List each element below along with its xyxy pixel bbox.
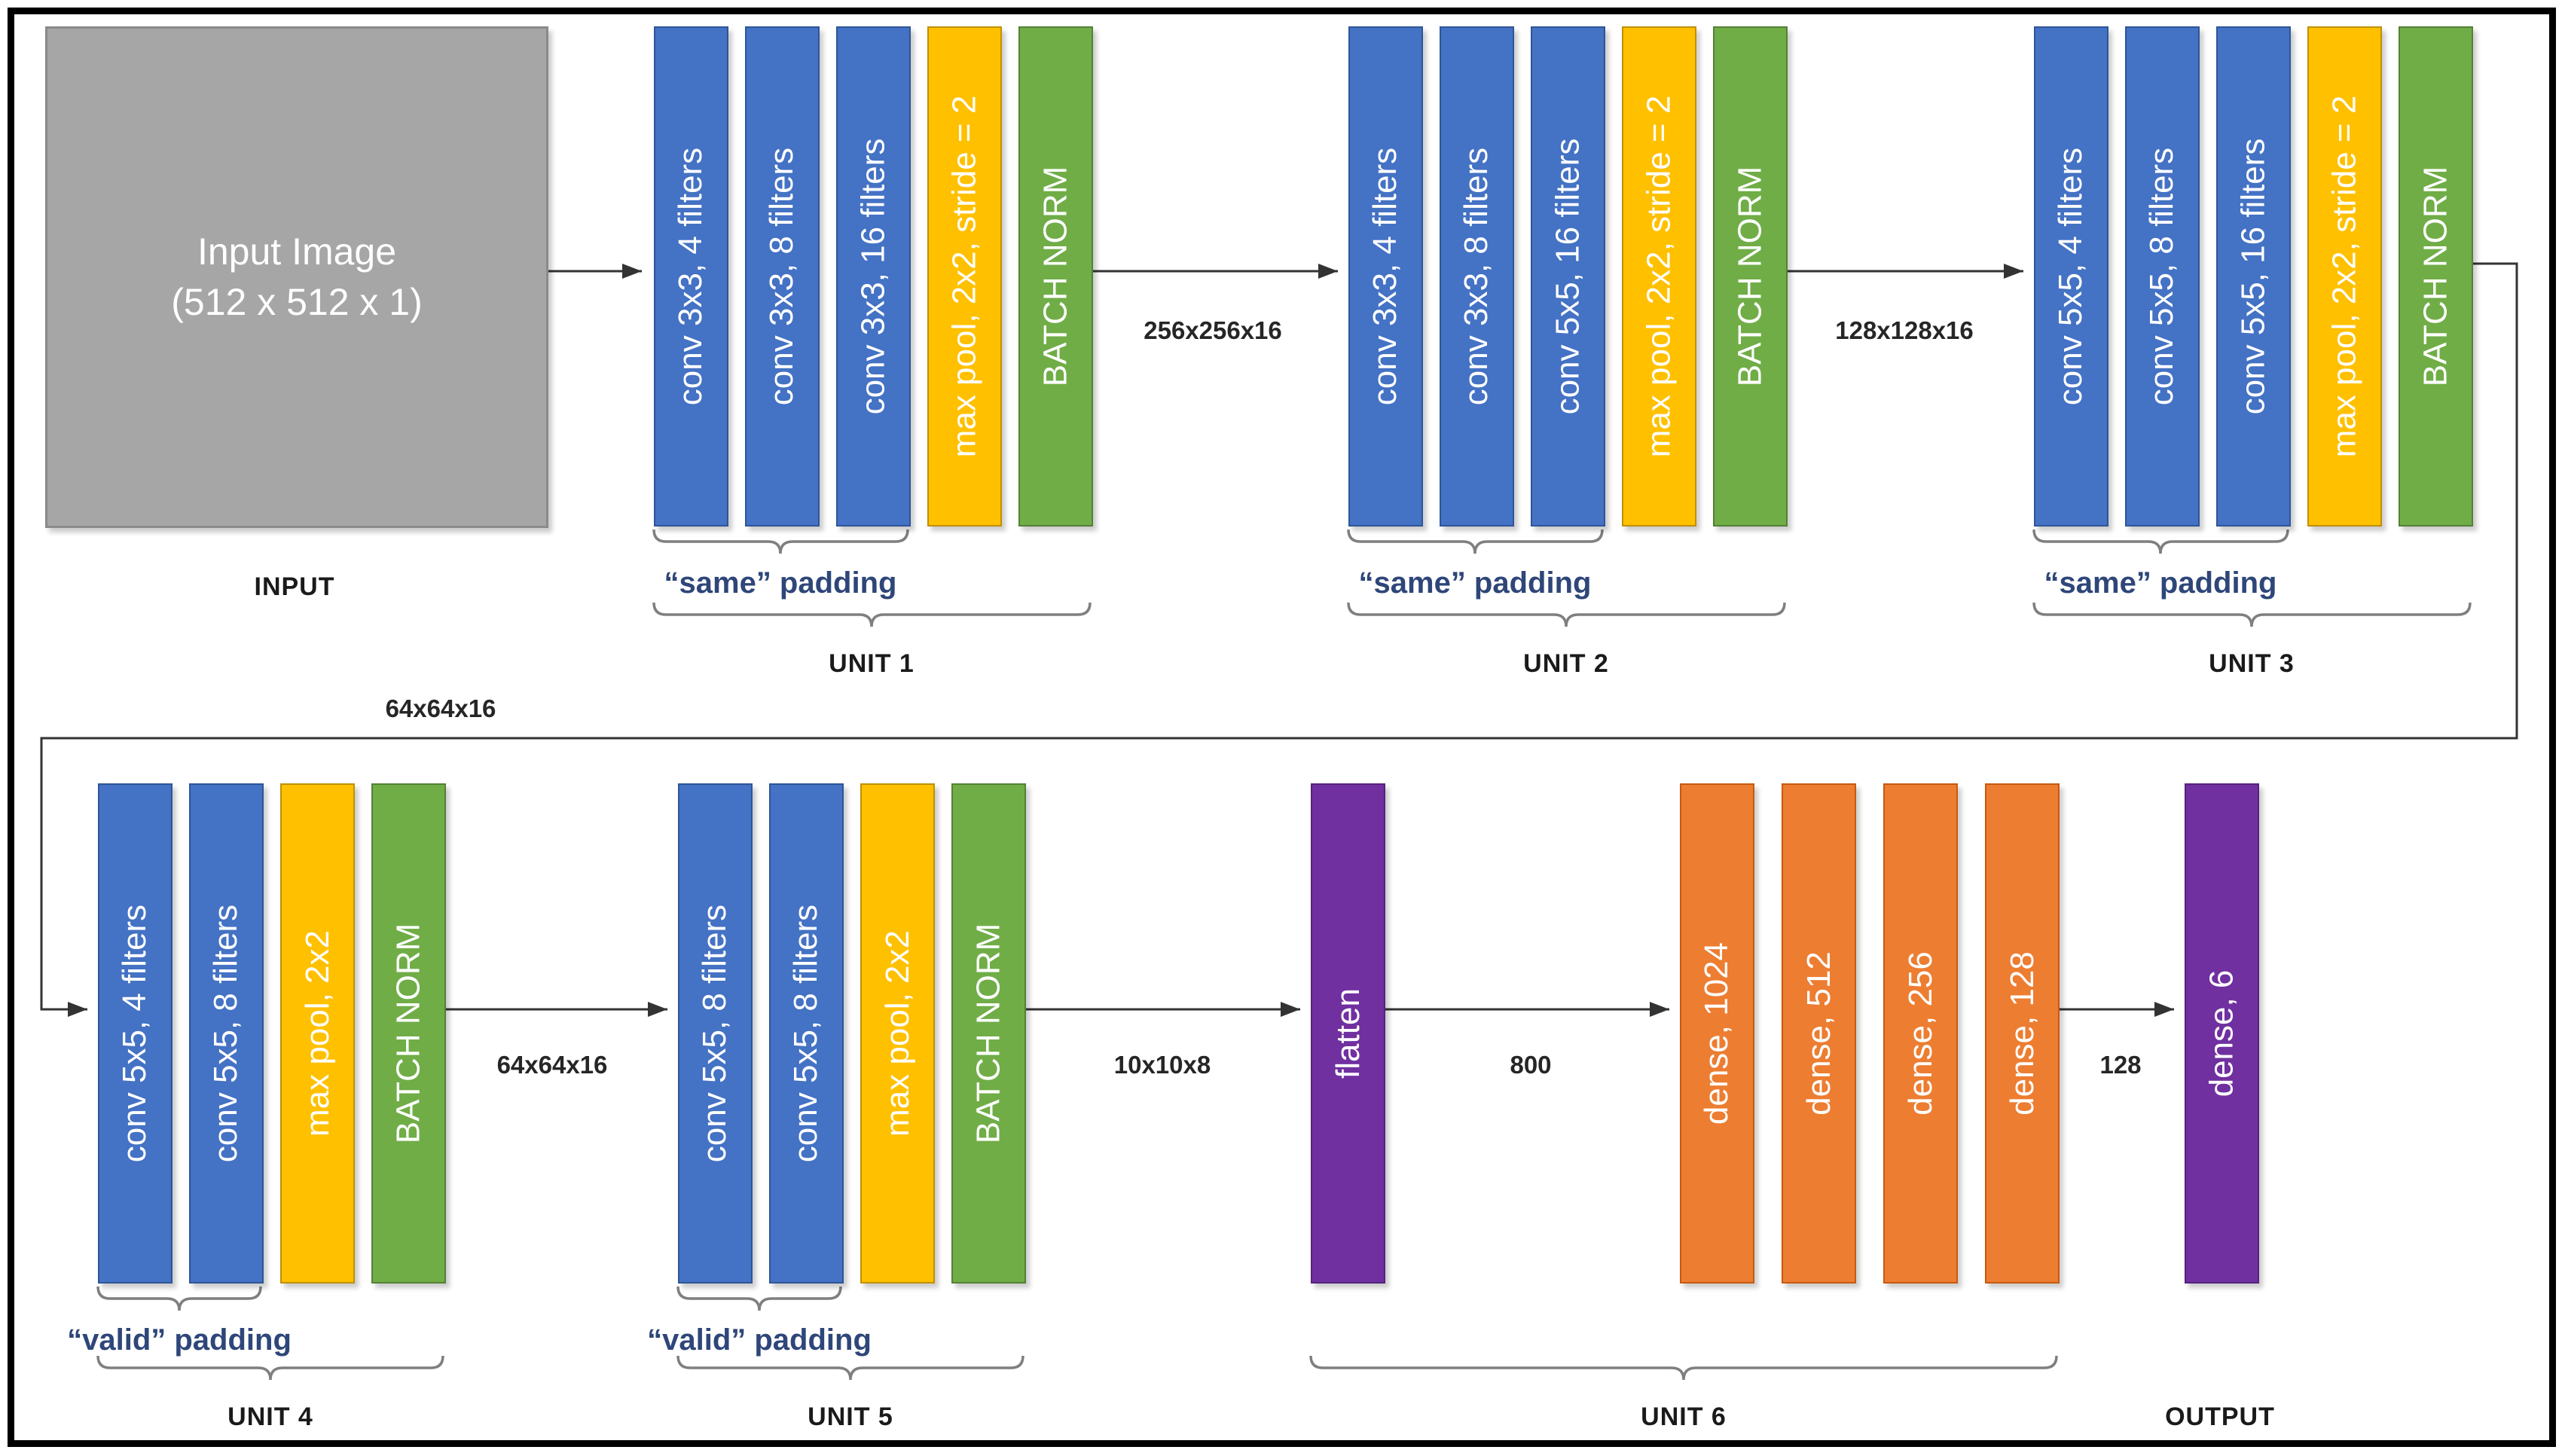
input-image-title: Input Image: [197, 230, 397, 273]
unit6-dense256-label: dense, 256: [1901, 951, 1939, 1116]
unit1-conv2-bar: conv 3x3, 8 filters: [745, 26, 820, 527]
unit3-conv1-label: conv 5x5, 4 filters: [2052, 147, 2090, 406]
unit3-conv2-label: conv 5x5, 8 filters: [2143, 147, 2181, 406]
unit3-conv2-bar: conv 5x5, 8 filters: [2125, 26, 2200, 527]
unit1-padding-label: “same” padding: [664, 566, 897, 600]
unit5-padding-label: “valid” padding: [647, 1323, 872, 1357]
unit4-batchnorm-bar: BATCH NORM: [371, 783, 446, 1284]
unit6-dense128-label: dense, 128: [2003, 951, 2041, 1116]
unit1-maxpool-label: max pool, 2x2, stride = 2: [945, 95, 983, 458]
unit3-conv1-bar: conv 5x5, 4 filters: [2034, 26, 2108, 527]
unit3-padding-label: “same” padding: [2044, 566, 2277, 600]
unit6-dense512-label: dense, 512: [1800, 951, 1837, 1116]
unit4-batchnorm-label: BATCH NORM: [389, 923, 427, 1144]
input-image-shape: (512 x 512 x 1): [171, 281, 423, 323]
unit2-batchnorm-label: BATCH NORM: [1731, 166, 1769, 387]
unit2-conv3-label: conv 5x5, 16 filters: [1549, 138, 1586, 415]
unit5-conv2-bar: conv 5x5, 8 filters: [769, 783, 844, 1284]
output-dense-bar: dense, 6: [2185, 783, 2259, 1284]
unit1-conv3-label: conv 3x3, 16 filters: [854, 138, 892, 415]
unit5-conv1-label: conv 5x5, 8 filters: [696, 904, 734, 1163]
unit1-batchnorm-bar: BATCH NORM: [1018, 26, 1093, 527]
unit6-caption: UNIT 6: [1641, 1403, 1727, 1431]
unit1-conv3-bar: conv 3x3, 16 filters: [836, 26, 911, 527]
unit5-batchnorm-bar: BATCH NORM: [951, 783, 1026, 1284]
diagram-border-frame: [8, 8, 2556, 1447]
flatten-bar: flatten: [1311, 783, 1385, 1284]
unit3-batchnorm-label: BATCH NORM: [2417, 166, 2454, 387]
flatten-label: flatten: [1329, 988, 1366, 1079]
edge-label-dense-output: 128: [2099, 1051, 2142, 1079]
unit6-dense128-bar: dense, 128: [1985, 783, 2060, 1284]
unit5-conv2-label: conv 5x5, 8 filters: [787, 904, 825, 1163]
output-caption: OUTPUT: [2165, 1403, 2275, 1431]
unit2-batchnorm-bar: BATCH NORM: [1713, 26, 1788, 527]
unit1-conv1-bar: conv 3x3, 4 filters: [654, 26, 728, 527]
unit4-maxpool-label: max pool, 2x2: [298, 930, 336, 1137]
unit1-caption: UNIT 1: [829, 649, 915, 678]
unit2-conv2-bar: conv 3x3, 8 filters: [1440, 26, 1514, 527]
input-caption: INPUT: [254, 572, 335, 601]
unit6-dense256-bar: dense, 256: [1883, 783, 1958, 1284]
unit3-conv3-bar: conv 5x5, 16 filters: [2216, 26, 2291, 527]
input-image-box: Input Image (512 x 512 x 1): [45, 26, 548, 528]
unit5-maxpool-bar: max pool, 2x2: [860, 783, 935, 1284]
unit3-maxpool-label: max pool, 2x2, stride = 2: [2325, 95, 2363, 458]
unit2-caption: UNIT 2: [1523, 649, 1609, 678]
unit1-maxpool-bar: max pool, 2x2, stride = 2: [927, 26, 1002, 527]
unit1-conv2-label: conv 3x3, 8 filters: [763, 147, 801, 406]
unit3-conv3-label: conv 5x5, 16 filters: [2234, 138, 2272, 415]
unit2-conv3-bar: conv 5x5, 16 filters: [1531, 26, 1605, 527]
unit6-dense1024-label: dense, 1024: [1698, 942, 1736, 1125]
edge-label-unit2-unit3: 128x128x16: [1835, 316, 1974, 344]
unit3-batchnorm-bar: BATCH NORM: [2399, 26, 2473, 527]
unit1-batchnorm-label: BATCH NORM: [1037, 166, 1074, 387]
edge-label-flatten-dense: 800: [1510, 1051, 1552, 1079]
unit4-conv2-bar: conv 5x5, 8 filters: [189, 783, 264, 1284]
unit6-dense512-bar: dense, 512: [1782, 783, 1856, 1284]
unit3-maxpool-bar: max pool, 2x2, stride = 2: [2307, 26, 2382, 527]
unit2-conv2-label: conv 3x3, 8 filters: [1458, 147, 1495, 406]
unit4-maxpool-bar: max pool, 2x2: [280, 783, 355, 1284]
unit4-conv1-bar: conv 5x5, 4 filters: [98, 783, 173, 1284]
unit4-conv2-label: conv 5x5, 8 filters: [207, 904, 245, 1163]
unit1-conv1-label: conv 3x3, 4 filters: [672, 147, 710, 406]
unit4-padding-label: “valid” padding: [67, 1323, 292, 1357]
edge-label-unit3-unit4: 64x64x16: [385, 694, 496, 722]
edge-label-unit4-unit5: 64x64x16: [496, 1051, 608, 1079]
unit3-caption: UNIT 3: [2209, 649, 2295, 678]
unit4-caption: UNIT 4: [227, 1403, 313, 1431]
unit4-conv1-label: conv 5x5, 4 filters: [116, 904, 154, 1163]
unit5-conv1-bar: conv 5x5, 8 filters: [678, 783, 753, 1284]
unit6-dense1024-bar: dense, 1024: [1680, 783, 1754, 1284]
unit2-maxpool-bar: max pool, 2x2, stride = 2: [1622, 26, 1696, 527]
unit5-maxpool-label: max pool, 2x2: [878, 930, 916, 1137]
unit2-padding-label: “same” padding: [1358, 566, 1592, 600]
edge-label-unit1-unit2: 256x256x16: [1144, 316, 1282, 344]
unit2-maxpool-label: max pool, 2x2, stride = 2: [1640, 95, 1678, 458]
unit2-conv1-bar: conv 3x3, 4 filters: [1348, 26, 1423, 527]
unit5-caption: UNIT 5: [808, 1403, 893, 1431]
unit5-batchnorm-label: BATCH NORM: [970, 923, 1007, 1144]
unit2-conv1-label: conv 3x3, 4 filters: [1366, 147, 1404, 406]
edge-label-unit5-flatten: 10x10x8: [1113, 1051, 1211, 1079]
